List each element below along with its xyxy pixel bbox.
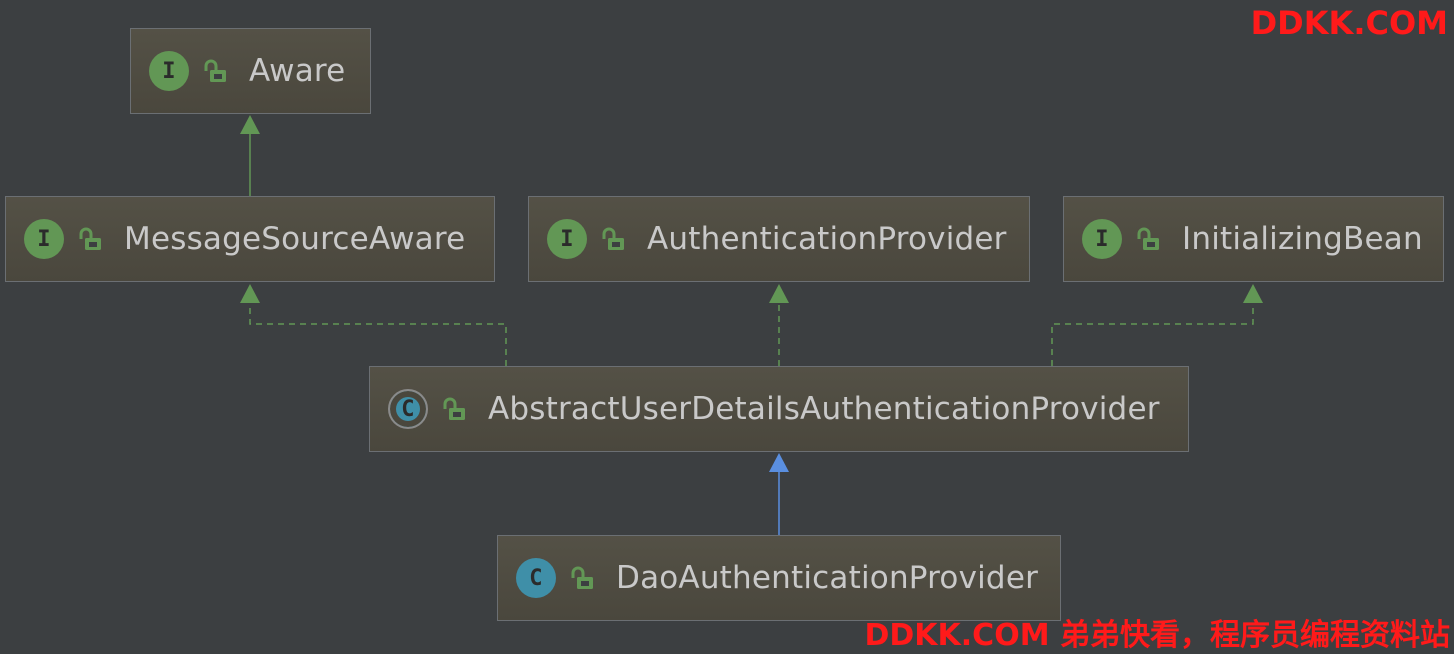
edge-abstract-messagesourceaware <box>249 303 507 366</box>
interface-icon: I <box>1082 219 1122 259</box>
unlocked-icon <box>571 566 593 589</box>
class-icon: C <box>516 558 556 598</box>
arrowhead-authenticationprovider <box>769 284 789 303</box>
arrowhead-abstract <box>769 453 789 472</box>
unlocked-icon <box>204 59 226 82</box>
arrowhead-initializingbean <box>1243 284 1263 303</box>
interface-icon: I <box>547 219 587 259</box>
node-daoauthenticationprovider[interactable]: C DaoAuthenticationProvider <box>497 535 1061 621</box>
node-messagesourceaware[interactable]: I MessageSourceAware <box>5 196 495 282</box>
node-label: MessageSourceAware <box>124 221 466 257</box>
unlocked-icon <box>602 227 624 250</box>
node-authenticationprovider[interactable]: I AuthenticationProvider <box>528 196 1030 282</box>
edge-abstract-initializingbean <box>1051 303 1254 366</box>
unlocked-icon <box>79 227 101 250</box>
watermark-top: DDKK.COM <box>1250 4 1448 42</box>
node-initializingbean[interactable]: I InitializingBean <box>1063 196 1444 282</box>
unlocked-icon <box>1137 227 1159 250</box>
interface-icon: I <box>149 51 189 91</box>
node-label: DaoAuthenticationProvider <box>616 560 1039 596</box>
node-label: AbstractUserDetailsAuthenticationProvide… <box>488 391 1160 427</box>
node-label: AuthenticationProvider <box>647 221 1007 257</box>
abstract-class-icon: C <box>388 389 428 429</box>
watermark-bottom: DDKK.COM 弟弟快看，程序员编程资料站 <box>864 618 1450 653</box>
node-label: InitializingBean <box>1182 221 1423 257</box>
node-abstractuserdetailsauthenticationprovider[interactable]: C AbstractUserDetailsAuthenticationProvi… <box>369 366 1189 452</box>
arrowhead-aware <box>240 115 260 134</box>
node-label: Aware <box>249 53 346 89</box>
arrowhead-messagesourceaware <box>240 284 260 303</box>
unlocked-icon <box>443 397 465 420</box>
interface-icon: I <box>24 219 64 259</box>
node-aware[interactable]: I Aware <box>130 28 371 114</box>
